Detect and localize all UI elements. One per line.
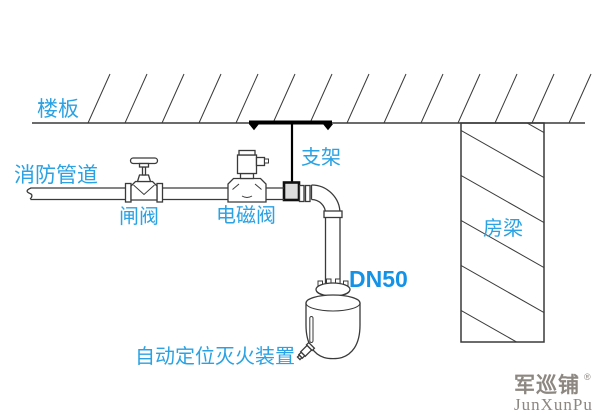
beam bbox=[460, 122, 545, 343]
bracket-anchor-left bbox=[248, 124, 260, 131]
label-pipe-diameter: DN50 bbox=[349, 266, 408, 292]
label-device: 自动定位灭火装置 bbox=[135, 345, 295, 368]
logo-cn: 军巡铺 bbox=[514, 374, 580, 397]
pipe-clamp bbox=[282, 181, 301, 202]
riser-coupling-band bbox=[323, 210, 343, 219]
solenoid-neck bbox=[239, 172, 255, 180]
label-fire-pipe: 消防管道 bbox=[14, 164, 98, 187]
logo-registered-mark: ® bbox=[584, 372, 591, 382]
bell-seam bbox=[309, 316, 314, 343]
pipe-break-end bbox=[26, 187, 33, 200]
elbow bbox=[311, 184, 341, 214]
beam-outline bbox=[460, 122, 545, 343]
bracket bbox=[248, 120, 334, 202]
logo-en: JunXunPu bbox=[514, 395, 593, 414]
ceiling-hatch bbox=[87, 73, 592, 124]
labels: 楼板 消防管道 闸阀 电磁阀 支架 房梁 DN50 自动定位灭火装置 bbox=[14, 98, 523, 368]
label-gate-valve: 闸阀 bbox=[119, 205, 159, 228]
label-floor-slab: 楼板 bbox=[37, 98, 79, 121]
device-bell bbox=[305, 294, 361, 360]
label-solenoid-valve: 电磁阀 bbox=[216, 204, 276, 227]
device-nozzle bbox=[296, 341, 316, 361]
label-beam: 房梁 bbox=[483, 217, 523, 240]
label-bracket: 支架 bbox=[301, 146, 341, 169]
gate-valve-bonnet bbox=[136, 174, 152, 183]
beam-hatch bbox=[461, 123, 544, 342]
pipe-coupling-ring-1 bbox=[298, 184, 305, 203]
solenoid-connector bbox=[255, 156, 266, 167]
fire-pipe bbox=[26, 184, 311, 203]
bracket-anchor-right bbox=[322, 124, 334, 131]
solenoid-coil-cap bbox=[238, 149, 256, 156]
gate-valve bbox=[124, 157, 164, 203]
extinguisher-device bbox=[296, 278, 361, 361]
pipe-coupling-ring-2 bbox=[304, 184, 311, 203]
solenoid-valve bbox=[227, 149, 269, 203]
gate-valve-stem bbox=[141, 166, 147, 176]
brand-logo: 军巡铺 ® JunXunPu bbox=[514, 372, 593, 414]
solenoid-body bbox=[227, 177, 267, 203]
gate-valve-handwheel bbox=[129, 157, 159, 165]
solenoid-coil bbox=[236, 154, 258, 175]
elbow-riser bbox=[310, 184, 343, 283]
gate-valve-body bbox=[130, 180, 158, 201]
